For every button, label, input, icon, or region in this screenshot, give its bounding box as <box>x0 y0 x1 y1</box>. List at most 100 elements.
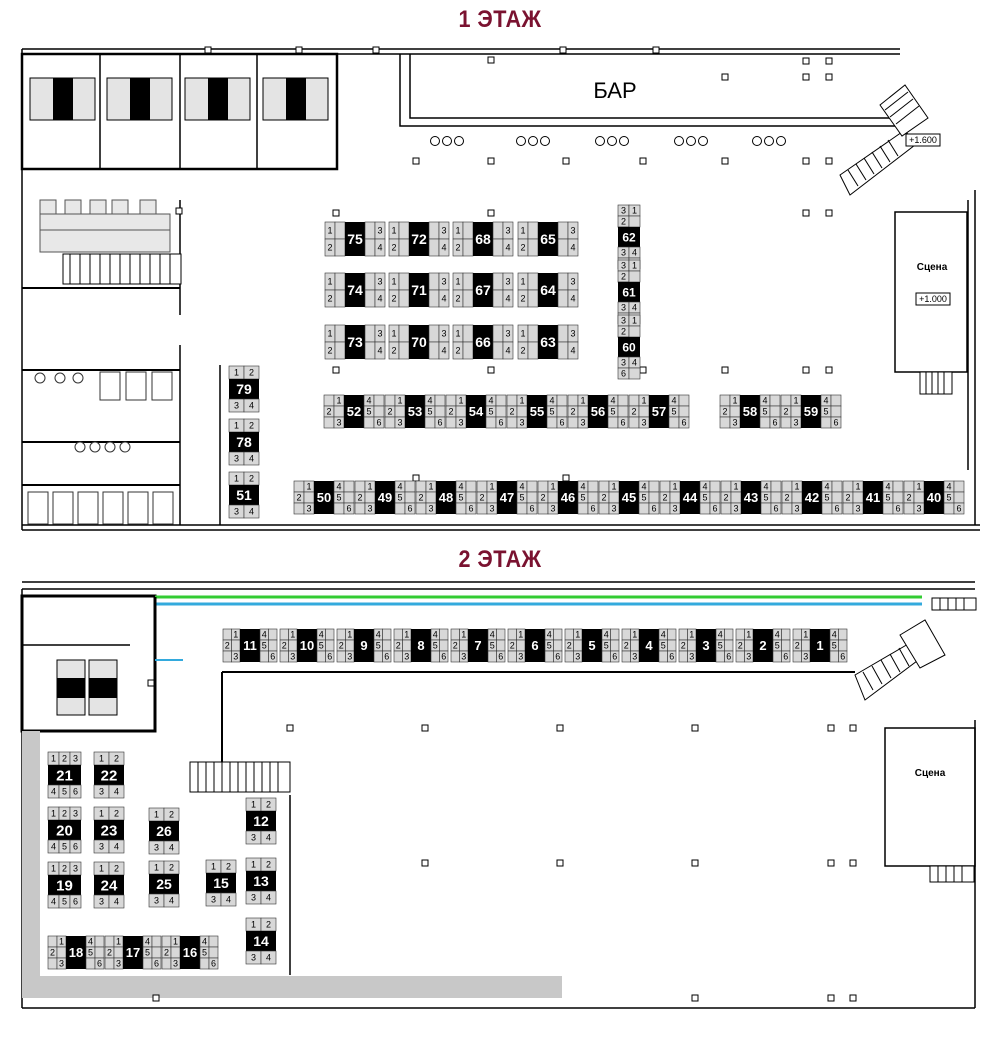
table-24[interactable] <box>94 875 124 895</box>
table-1[interactable] <box>810 629 830 662</box>
table-45[interactable] <box>619 481 639 514</box>
table-49[interactable] <box>375 481 395 514</box>
table-21[interactable] <box>48 765 81 785</box>
table-9[interactable] <box>354 629 374 662</box>
table-11[interactable] <box>240 629 260 662</box>
table-14[interactable] <box>246 931 276 951</box>
table-54[interactable] <box>466 395 486 428</box>
table-60[interactable] <box>618 337 640 357</box>
table-44[interactable] <box>680 481 700 514</box>
table-15[interactable] <box>206 873 236 893</box>
table-78[interactable] <box>229 432 259 452</box>
table-74[interactable] <box>345 273 365 307</box>
table-group-61[interactable]: 32161346 <box>617 259 641 325</box>
table-75[interactable] <box>345 222 365 256</box>
table-2[interactable] <box>753 629 773 662</box>
table-58[interactable] <box>740 395 760 428</box>
table-55[interactable] <box>527 395 547 428</box>
table-63[interactable] <box>538 325 558 359</box>
table-6[interactable] <box>525 629 545 662</box>
table-12[interactable] <box>246 811 276 831</box>
table-26[interactable] <box>149 821 179 841</box>
table-40[interactable] <box>924 481 944 514</box>
table-4[interactable] <box>639 629 659 662</box>
table-25[interactable] <box>149 874 179 894</box>
table-67[interactable] <box>473 273 493 307</box>
table-3[interactable] <box>696 629 716 662</box>
table-5[interactable] <box>582 629 602 662</box>
table-56[interactable] <box>588 395 608 428</box>
table-70[interactable] <box>409 325 429 359</box>
table-66[interactable] <box>473 325 493 359</box>
table-61[interactable] <box>618 282 640 302</box>
table-7[interactable] <box>468 629 488 662</box>
table-50[interactable] <box>314 481 334 514</box>
table-42[interactable] <box>802 481 822 514</box>
table-41[interactable] <box>863 481 883 514</box>
table-46[interactable] <box>558 481 578 514</box>
table-79[interactable] <box>229 379 259 399</box>
table-73[interactable] <box>345 325 365 359</box>
table-48[interactable] <box>436 481 456 514</box>
table-19[interactable] <box>48 875 81 895</box>
table-71[interactable] <box>409 273 429 307</box>
table-22[interactable] <box>94 765 124 785</box>
table-8[interactable] <box>411 629 431 662</box>
table-68[interactable] <box>473 222 493 256</box>
table-47[interactable] <box>497 481 517 514</box>
table-18[interactable] <box>66 936 86 969</box>
table-group-62[interactable]: 32162346 <box>617 204 641 270</box>
table-51[interactable] <box>229 485 259 505</box>
table-62[interactable] <box>618 227 640 247</box>
table-43[interactable] <box>741 481 761 514</box>
